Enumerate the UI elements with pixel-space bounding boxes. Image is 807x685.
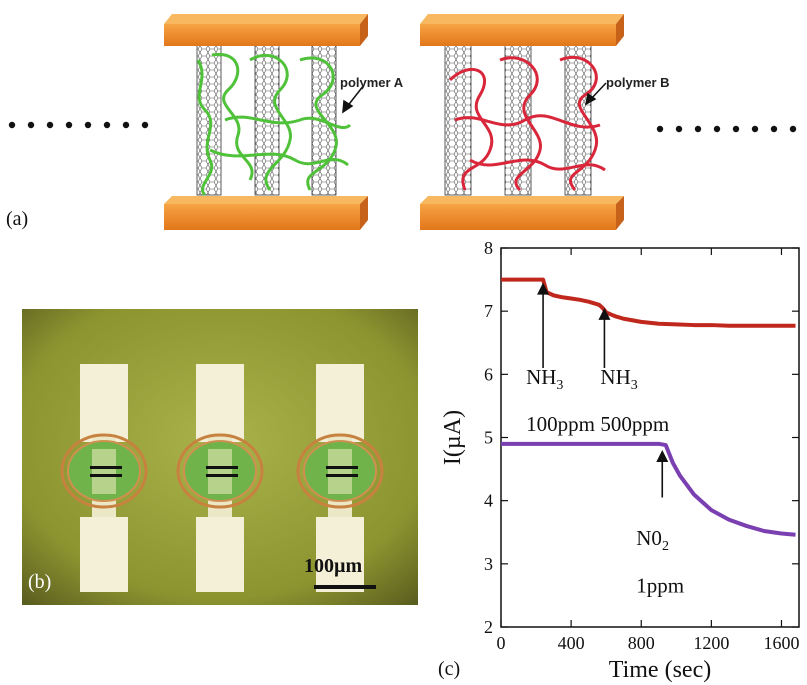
device-3 [296,364,384,592]
scale-bar-label: 100µm [304,555,363,577]
polymer-a-chain [196,52,352,197]
annotation-arrowhead [537,282,550,295]
ellipsis-right [656,125,797,133]
sensor-unit-polymer-a [164,14,368,230]
electrode-bottom [420,196,624,230]
sensor-unit-polymer-b [420,14,624,230]
arrow-polymer-b [584,82,607,106]
annotation-arrowhead [656,449,669,462]
scale-bar [314,585,376,589]
annotation-gas-label: N02 [636,526,669,554]
electrode-bottom [164,196,368,230]
x-tick-label: 0 [497,633,506,653]
y-tick-label: 2 [484,617,493,637]
y-tick-label: 8 [484,238,493,258]
series-line-1 [501,441,796,537]
y-tick-label: 7 [484,301,493,321]
x-axis-label: Time (sec) [609,657,711,683]
arrow-polymer-a [342,84,365,114]
annotation-concentration-label: 100ppm [526,412,595,436]
x-tick-label: 800 [628,633,655,653]
electrode-top [420,14,624,46]
ellipsis-left [8,121,149,129]
y-tick-label: 4 [484,491,493,511]
electrode-top [164,14,368,46]
y-axis-label: I(µA) [440,410,466,465]
polymer-b-label: polymer B [606,75,670,90]
plot-frame [500,247,800,628]
x-tick-label: 1200 [693,633,729,653]
device-1 [60,364,148,592]
y-tick-label: 3 [484,554,493,574]
polymer-a-label: polymer A [340,75,404,90]
x-tick-label: 1600 [763,633,799,653]
y-tick-label: 6 [484,364,493,384]
device-2 [176,364,264,592]
series-line-0 [501,277,796,328]
panel-c-label: (c) [438,658,461,680]
y-tick-label: 5 [484,428,493,448]
annotation-concentration-label: 500ppm [600,412,669,436]
annotation-arrowhead [598,307,611,320]
polymer-b-chain [448,56,606,192]
optical-micrograph: 100µm (b) [22,309,418,605]
x-tick-label: 400 [558,633,585,653]
annotation-concentration-label: 1ppm [636,573,684,597]
annotation-gas-label: NH3 [600,365,637,393]
micrograph-image [22,309,418,605]
annotation-gas-label: NH3 [526,365,563,393]
schematic-panel-a [8,14,797,230]
panel-a-label: (a) [6,208,29,230]
panel-b-label: (b) [28,571,52,593]
